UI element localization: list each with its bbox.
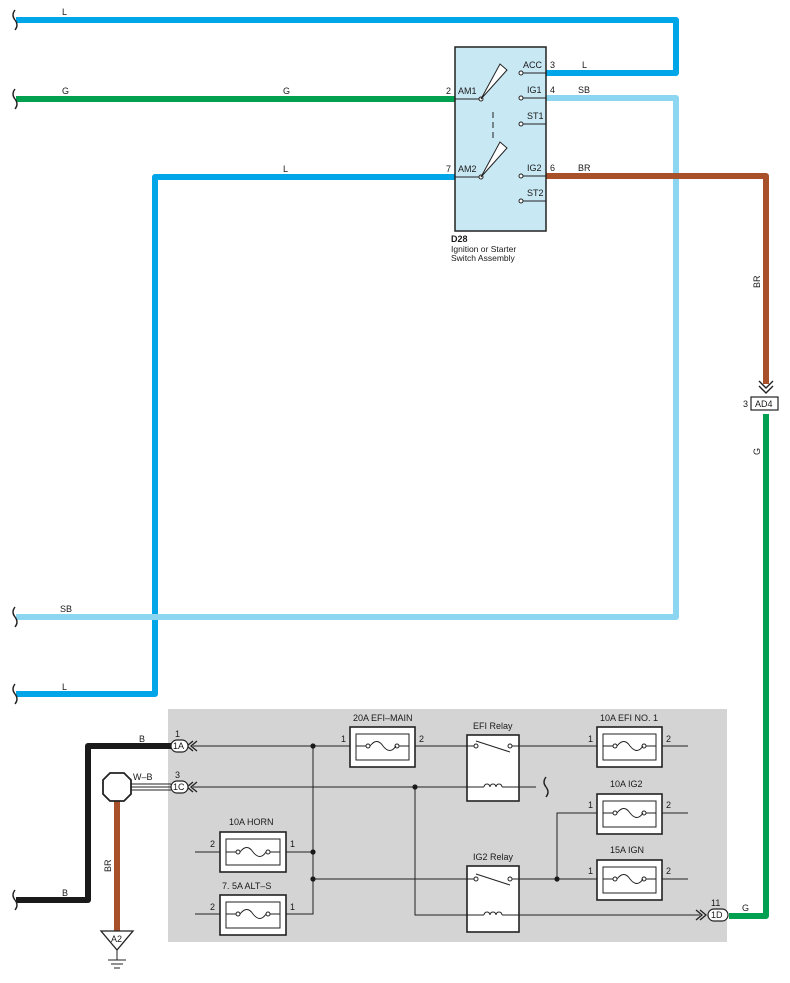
switch-name-line2: Switch Assembly [451,253,516,263]
wire-l-am2 [16,174,455,697]
fuse-ign-label: 15A IGN [610,845,644,855]
fuse-efi-no1: 10A EFI NO. 1 1 2 [588,713,671,768]
fuse-efi-main-pin-left: 1 [341,734,346,744]
fuse-ig2-pin-left: 1 [588,800,593,810]
relay-efi: EFI Relay [466,721,520,802]
fuse-ig2-pin-right: 2 [666,800,671,810]
fuse-alt-s-pin-left: 2 [210,902,215,912]
wire-sb-ig1 [16,95,679,620]
terminal-acc: ACC [523,60,543,70]
connector-1c-pin: 3 [175,770,180,780]
fuse-horn-label: 10A HORN [229,817,274,827]
fuse-ign-pin-left: 1 [588,866,593,876]
fuse-efi-no1-pin-left: 1 [588,734,593,744]
wire-label-g-mid: G [283,86,290,96]
fuse-efi-no1-label: 10A EFI NO. 1 [600,713,658,723]
wire-label-vertical-g: G [752,448,762,455]
relay-efi-label: EFI Relay [473,721,513,731]
pin-am1: 2 [446,86,451,96]
connector-1d: 1D 11 [695,898,729,922]
wire-label-g-left: G [62,86,69,96]
ignition-switch: AM1 AM2 ACC IG1 ST1 IG2 ST2 2 7 3 4 6 [446,46,555,263]
switch-blade-1 [480,63,508,100]
fuse-efi-main-pin-right: 2 [419,734,424,744]
ground-a2: A2 [99,930,135,969]
connector-ad4-code: AD4 [755,399,773,409]
pin-ig1: 4 [550,85,555,95]
wire-br-ig2 [546,173,769,384]
wire-label-g-1d: G [742,903,749,913]
connector-1d-pin: 11 [711,898,720,908]
junction-block-wiring [193,745,700,916]
relay-ig2: IG2 Relay [466,852,520,933]
wire-label-b-top: B [139,734,145,744]
connector-ad4-pin: 3 [743,399,748,409]
wire-label-lower-sb: SB [60,604,72,614]
pin-acc: 3 [550,60,555,70]
fuse-ig2-label: 10A IG2 [610,779,643,789]
pin-am2: 7 [446,164,451,174]
wire-label-ig2-br: BR [578,163,591,173]
connector-1c-code: 1C [173,782,185,792]
terminal-st2: ST2 [527,188,544,198]
wire-label-w-b: W–B [133,772,153,782]
wire-label-lower-l: L [62,682,67,692]
wire-label-top-l: L [62,7,67,17]
fuse-horn: 10A HORN 2 1 [210,817,295,873]
ground-a2-code: A2 [111,934,122,944]
wire-g-1d [729,414,769,919]
fuse-horn-pin-left: 2 [210,839,215,849]
fuse-efi-main-label: 20A EFI–MAIN [353,713,413,723]
wire-label-br-ground: BR [103,859,113,872]
connector-1a-pin: 1 [175,729,180,739]
terminal-st1: ST1 [527,111,544,121]
connector-1a: 1A 1 [170,729,198,753]
connector-1a-code: 1A [173,741,184,751]
fuse-horn-pin-right: 1 [290,839,295,849]
pin-ig2: 6 [550,163,555,173]
relay-ig2-label: IG2 Relay [473,852,514,862]
break-marks [12,9,549,911]
switch-code: D28 [451,234,468,244]
fuse-ign-pin-right: 2 [666,866,671,876]
wire-label-acc-l: L [582,60,587,70]
connector-1d-code: 1D [711,910,723,920]
connector-1c: 1C 3 [170,770,198,794]
terminal-ig2: IG2 [527,163,542,173]
connector-octagon [102,772,132,802]
switch-blade-2 [480,141,508,178]
switch-name-line1: Ignition or Starter [451,244,516,254]
fuse-alt-s-label: 7. 5A ALT–S [222,881,271,891]
terminal-ig1: IG1 [527,85,542,95]
fuse-ign: 15A IGN 1 2 [588,845,671,901]
wire-label-am2-l: L [283,164,288,174]
fuse-alt-s: 7. 5A ALT–S 2 1 [210,881,295,936]
fuse-ig2: 10A IG2 1 2 [588,779,671,835]
wire-label-ig1-sb: SB [578,85,590,95]
fuse-alt-s-pin-right: 1 [290,902,295,912]
wire-label-b-bottom: B [62,888,68,898]
wire-b-1a [16,743,171,903]
terminal-am1: AM1 [458,86,477,96]
wire-w-b [128,783,171,791]
terminal-am2: AM2 [458,164,477,174]
fuse-efi-no1-pin-right: 2 [666,734,671,744]
fuse-efi-main: 20A EFI–MAIN 1 2 [341,713,424,768]
wire-top-l [16,17,679,76]
connector-ad4: AD4 3 [743,380,779,411]
junction-dots [310,743,560,882]
wires [16,17,769,932]
wire-label-vertical-br: BR [752,275,762,288]
